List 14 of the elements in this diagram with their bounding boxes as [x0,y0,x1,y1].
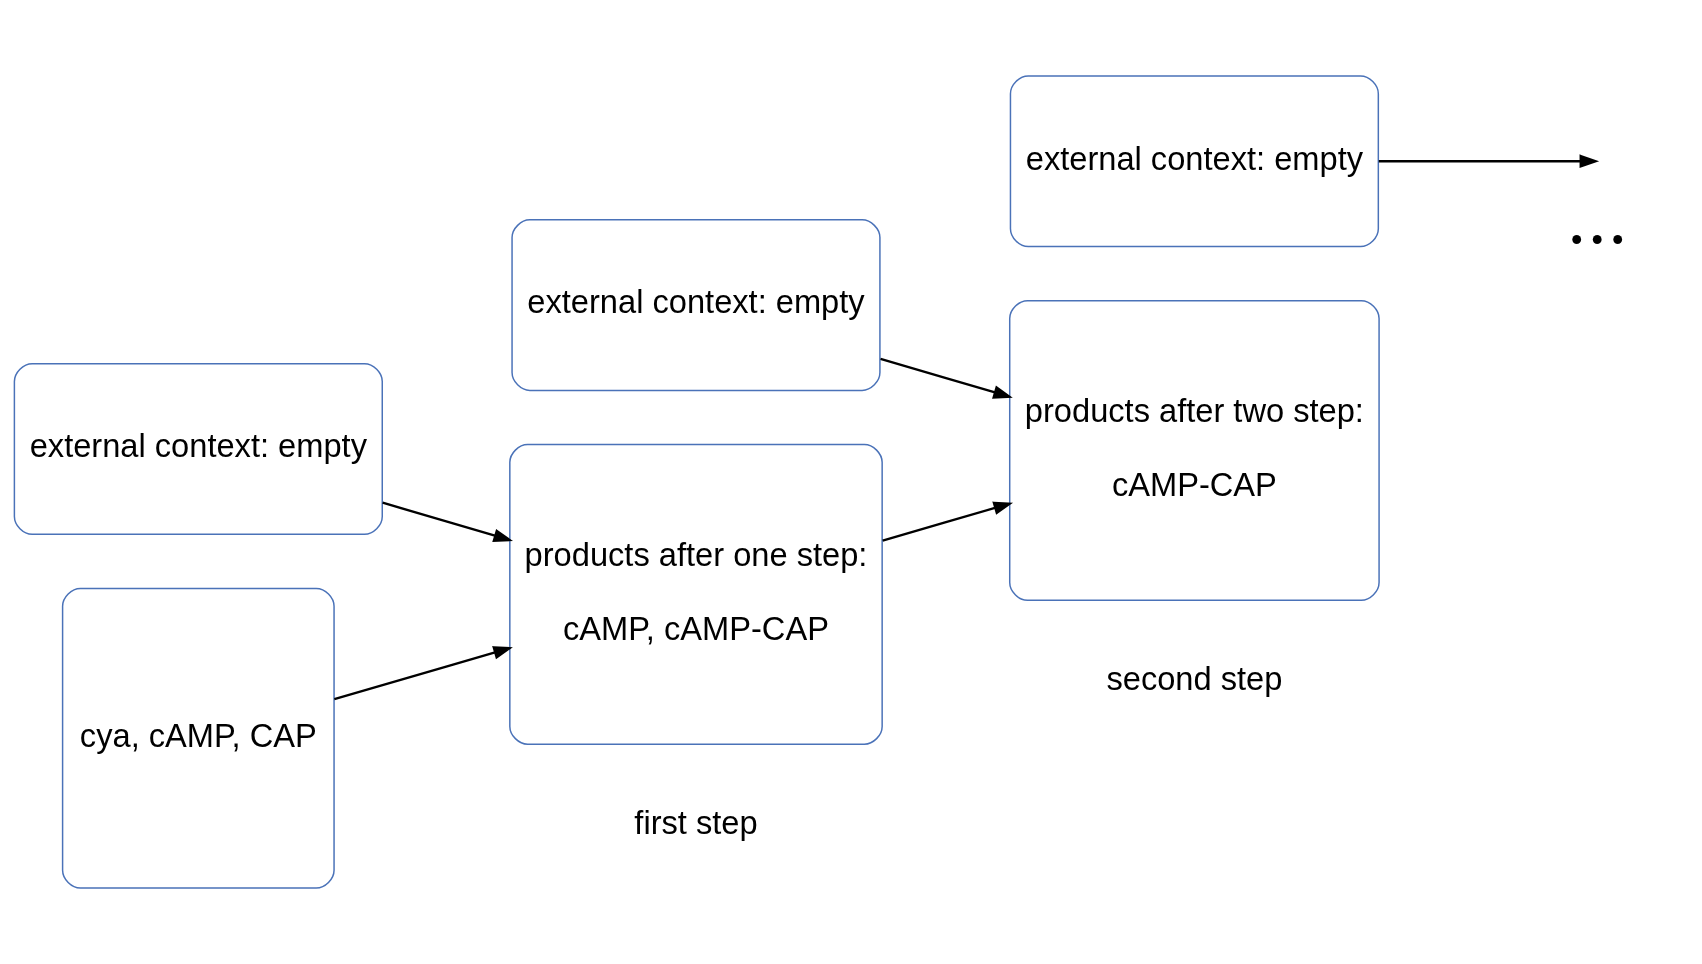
node-box: products after one step: cAMP, cAMP-CAP [509,443,883,745]
arrow [880,357,1013,399]
node-box: products after two step: cAMP-CAP [1009,299,1380,602]
node-box: external context: empty [511,219,881,392]
label: • • • [1570,221,1624,259]
node-box: external context: empty [1009,75,1380,248]
node-box: external context: empty [13,362,383,536]
arrow [1378,154,1600,169]
arrow [382,501,513,543]
node-box: cya, cAMP, CAP [61,587,335,889]
arrow [334,646,513,701]
label: second step [1106,660,1283,698]
label: first step [634,804,758,842]
arrow [882,501,1014,542]
